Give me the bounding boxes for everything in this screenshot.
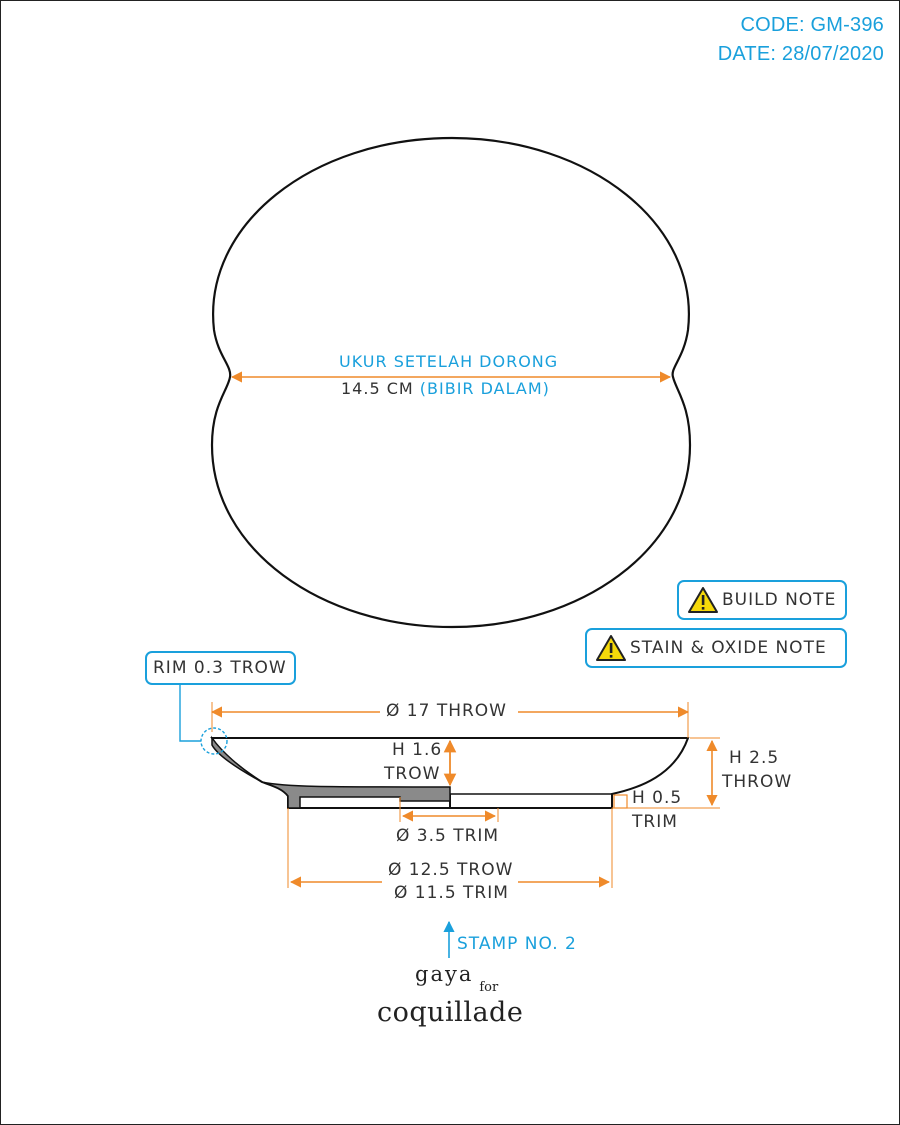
build-note-label: BUILD NOTE [722,589,837,610]
rim-leader-line [179,684,201,742]
outer-diameter-label: Ø 17 THROW [386,701,507,721]
rim-label-box: RIM 0.3 TROW [145,651,296,685]
foot-height-label-2: TRIM [632,812,678,832]
inner-height-label-1: H 1.6 [392,740,443,760]
warning-icon [596,635,626,661]
logo-gaya: gaya [415,962,474,986]
date-label: DATE: 28/07/2020 [717,43,884,65]
dish-top-view-outline [210,136,692,629]
inner-diameter-value: 14.5 CM [341,379,414,398]
build-note-button[interactable]: BUILD NOTE [677,580,847,620]
brand-logo-line2: coquillade [377,997,524,1028]
rim-label: RIM 0.3 TROW [153,657,287,678]
foot-height-label-1: H 0.5 [632,788,683,808]
foot-diameter-trim-label: Ø 11.5 TRIM [394,883,509,903]
total-height-label-2: THROW [722,772,793,792]
code-label: CODE: GM-396 [740,14,884,36]
stain-oxide-note-label: STAIN & OXIDE NOTE [630,637,827,658]
warning-icon [688,587,718,613]
foot-height-marker [613,794,628,809]
inner-diameter-note: (BIBIR DALAM) [419,379,550,398]
stain-oxide-note-button[interactable]: STAIN & OXIDE NOTE [585,628,847,668]
brand-logo-line1: gayafor [415,962,498,995]
stamp-label: STAMP NO. 2 [457,934,577,954]
inner-height-label-2: TROW [384,764,441,784]
total-height-label-1: H 2.5 [729,748,780,768]
foot-diameter-throw-label: Ø 12.5 TROW [388,860,514,880]
stamp-ring-label: Ø 3.5 TRIM [396,826,500,846]
logo-for: for [479,980,499,995]
measure-note: UKUR SETELAH DORONG [339,352,559,371]
inner-diameter-label: 14.5 CM (BIBIR DALAM) [341,381,550,397]
